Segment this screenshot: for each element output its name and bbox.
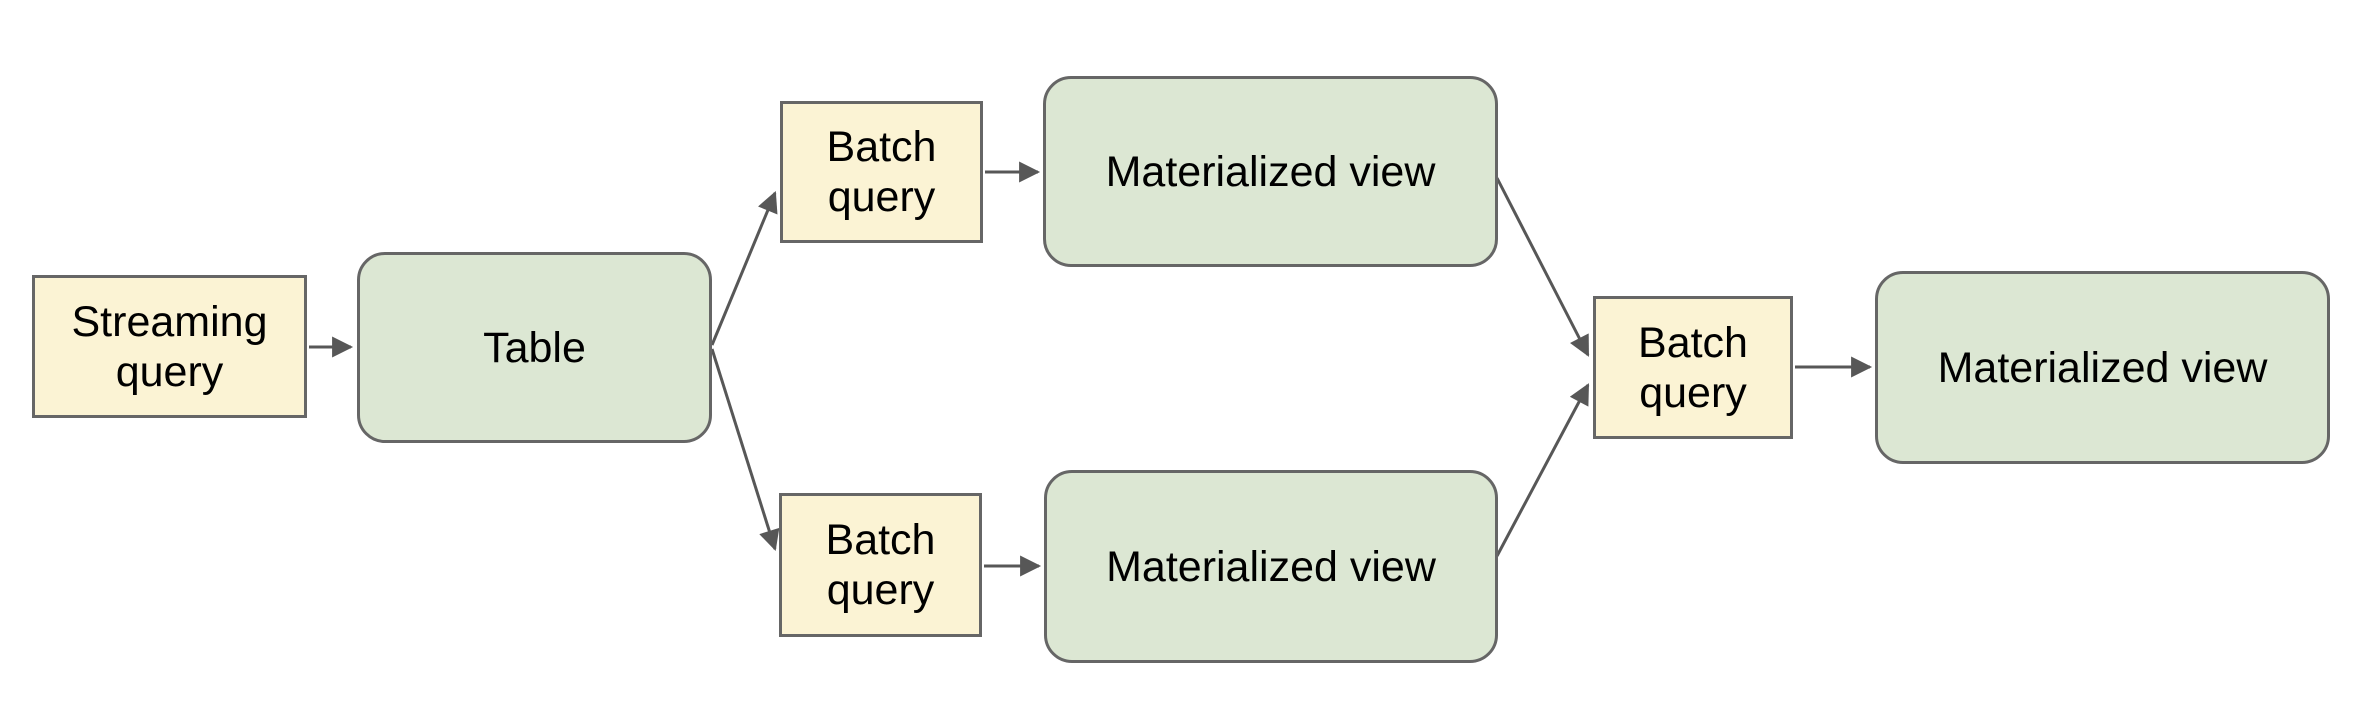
node-label: Batch query — [1638, 318, 1748, 417]
node-table: Table — [357, 252, 712, 443]
node-label: Batch query — [826, 123, 937, 221]
node-label: Materialized view — [1106, 542, 1436, 591]
node-batch-query-top: Batch query — [780, 101, 983, 243]
node-materialized-view-bottom: Materialized view — [1044, 470, 1498, 663]
node-materialized-view-final: Materialized view — [1875, 271, 2330, 464]
node-materialized-view-top: Materialized view — [1043, 76, 1498, 267]
edge-table-to-batch-top — [710, 191, 778, 346]
node-batch-query-merge: Batch query — [1593, 296, 1793, 439]
node-label: Table — [483, 323, 586, 372]
node-streaming-query: Streaming query — [32, 275, 307, 418]
node-batch-query-bottom: Batch query — [779, 493, 982, 637]
node-label: Materialized view — [1105, 147, 1436, 196]
edge-mv-top-to-batch-merge — [1495, 177, 1590, 357]
node-label: Streaming query — [71, 297, 268, 396]
node-label: Batch query — [825, 516, 936, 614]
edge-mv-bottom-to-batch-merge — [1495, 383, 1590, 557]
node-label: Materialized view — [1937, 343, 2268, 392]
edge-table-to-batch-bottom — [710, 348, 780, 552]
